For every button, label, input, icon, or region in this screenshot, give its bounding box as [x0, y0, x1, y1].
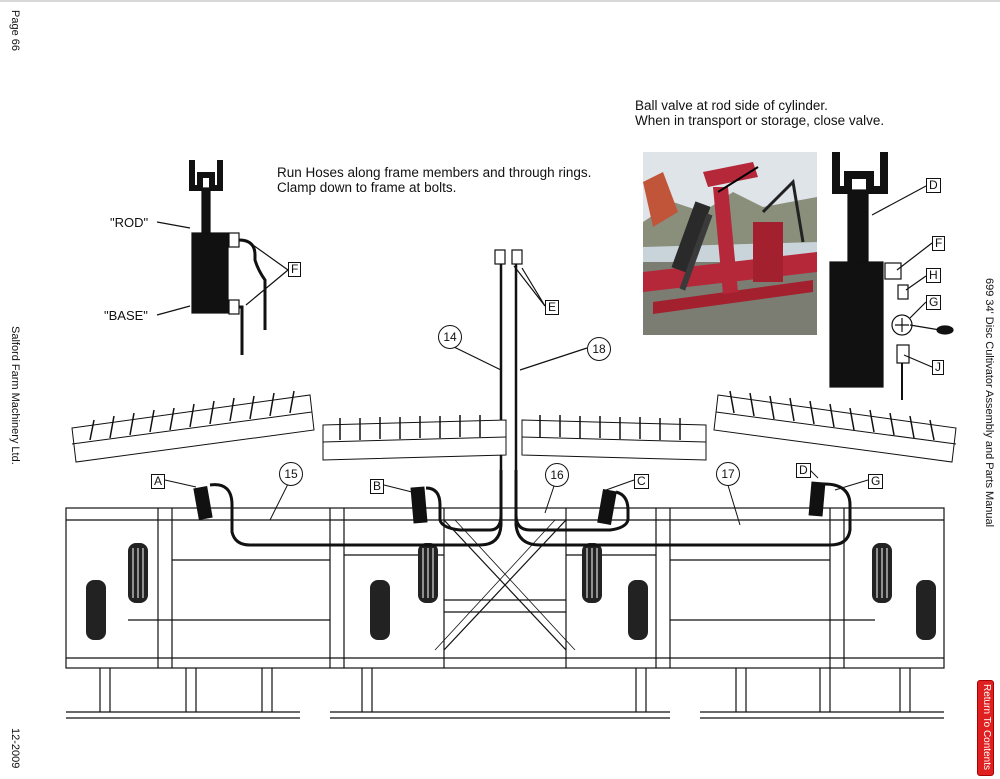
callout-e: E: [545, 300, 560, 315]
base-label: "BASE": [104, 308, 148, 323]
rod-label: "ROD": [110, 215, 149, 230]
bubble-16: 16: [545, 463, 569, 487]
bubble-14: 14: [438, 325, 462, 349]
callout-g-right: G: [926, 295, 942, 310]
callout-h: H: [926, 268, 941, 283]
ball-valve-note-line1: Ball valve at rod side of cylinder.: [635, 98, 828, 113]
bubble-18: 18: [587, 337, 611, 361]
callout-g-frame: G: [868, 474, 884, 489]
return-to-contents-button[interactable]: Return To Contents: [977, 680, 994, 776]
callout-c: C: [634, 474, 649, 489]
hose-routing-note-line1: Run Hoses along frame members and throug…: [277, 165, 592, 180]
callout-f-right: F: [932, 236, 946, 251]
page-top-border: [0, 0, 1000, 2]
callout-f-left: F: [288, 262, 302, 277]
ball-valve-note-line2: When in transport or storage, close valv…: [635, 113, 885, 128]
bubble-15: 15: [279, 462, 303, 486]
hose-routing-note-line2: Clamp down to frame at bolts.: [277, 180, 457, 195]
callout-j: J: [932, 360, 944, 375]
callout-a: A: [151, 474, 166, 489]
callout-b: B: [370, 479, 385, 494]
callout-d-frame: D: [796, 463, 811, 478]
cylinder-photo: [643, 152, 817, 335]
callout-d-right: D: [926, 178, 941, 193]
bubble-17: 17: [716, 462, 740, 486]
